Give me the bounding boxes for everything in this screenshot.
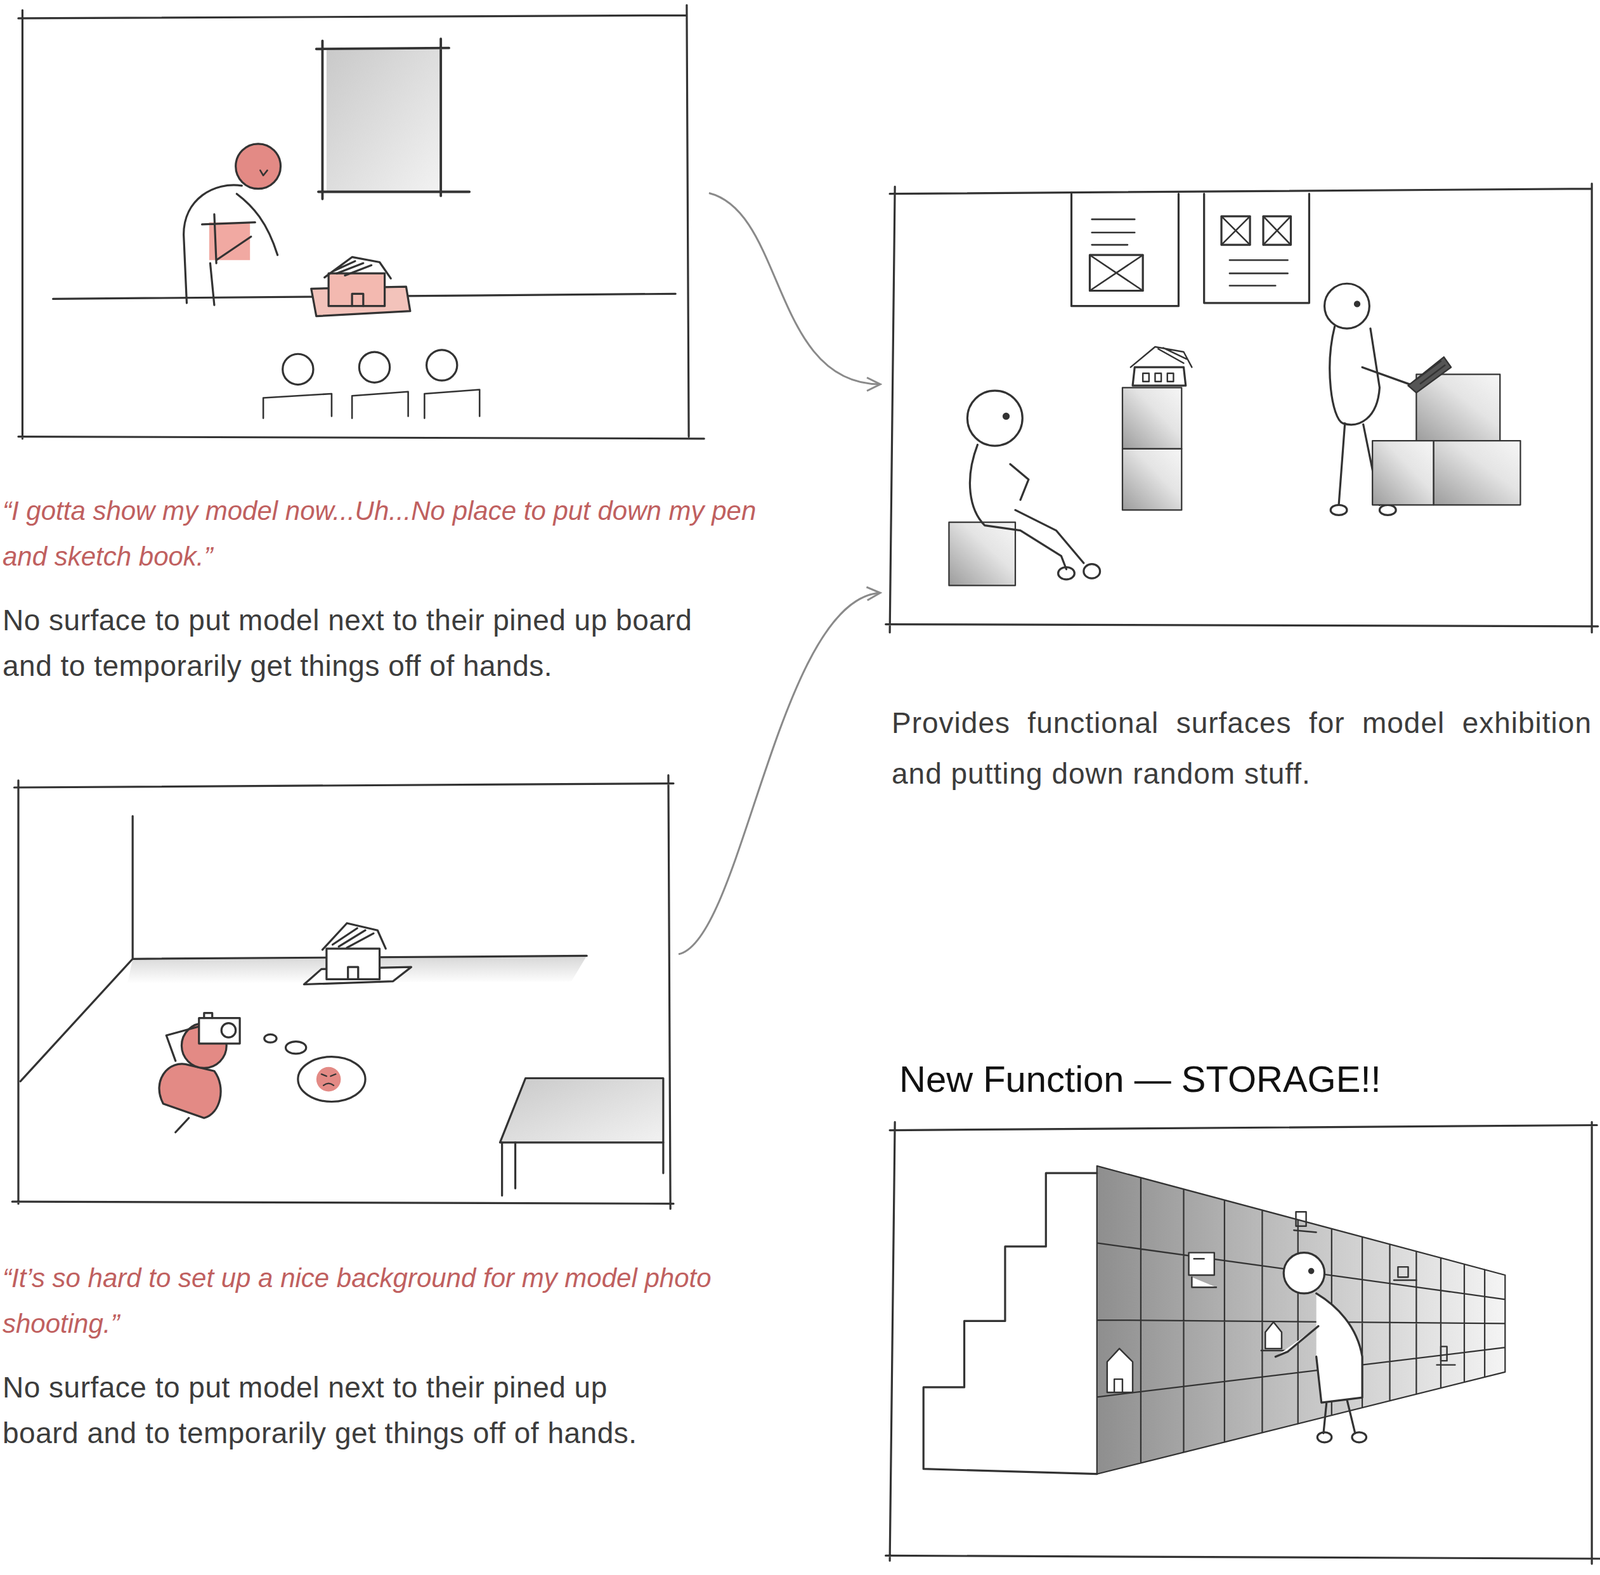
sketch-stroke (326, 948, 380, 980)
sketch-stroke (183, 185, 278, 306)
sketch-stroke (324, 256, 392, 306)
sketch-stroke (1221, 216, 1291, 286)
sketch-stroke (426, 350, 458, 381)
sketch-stroke (967, 390, 1023, 446)
sketch-stroke (326, 48, 441, 192)
sketch-stroke (20, 816, 587, 1082)
sketch-stroke (358, 351, 390, 383)
sketch-stroke (1372, 440, 1434, 505)
sketch-stroke (1393, 1267, 1417, 1281)
sketch-stroke (322, 923, 386, 980)
description-text: No surface to put model next to their pi… (2, 1364, 688, 1457)
sketch-stroke (1330, 504, 1347, 515)
sketch-stroke (159, 1064, 221, 1119)
sketch-stroke (885, 183, 1599, 633)
sketch-stroke (1275, 1293, 1363, 1434)
sketch-stroke (1122, 387, 1182, 449)
sketch-stroke (1317, 1432, 1332, 1443)
panel-photo-shooting (12, 775, 674, 1210)
sketch-stroke (1132, 367, 1186, 386)
story-panel: “I gotta show my model now...Uh...No pla… (20, 15, 704, 439)
sketch-stroke (1355, 301, 1360, 307)
flow-arrow (708, 193, 881, 385)
sketch-stroke (1433, 440, 1521, 505)
sketch-stroke (1107, 1348, 1133, 1393)
panel-heading: New Function — STORAGE!! (899, 1057, 1382, 1101)
story-panel: Provides functional surfaces for model e… (887, 188, 1592, 633)
sketch-stroke (1083, 564, 1101, 579)
sketch-stroke (1407, 357, 1451, 393)
sketch-stroke (298, 1057, 366, 1103)
sketch-stroke (1352, 1432, 1367, 1443)
sketch-stroke (1379, 504, 1396, 515)
sketch-stroke (1293, 1211, 1316, 1233)
description-text: Provides functional surfaces for model e… (891, 697, 1592, 800)
sketch-stroke (1058, 566, 1075, 579)
sketch-stroke (923, 1173, 1098, 1475)
sketch-stroke (1308, 1268, 1313, 1273)
sketch-stroke (316, 1067, 342, 1093)
sketch-stroke (204, 1013, 213, 1019)
sketch-stroke (18, 5, 704, 439)
quote-text: “It’s so hard to set up a nice backgroun… (2, 1255, 758, 1347)
sketch-stroke (221, 1023, 236, 1039)
sketch-stroke (199, 1018, 240, 1044)
flow-arrow (678, 592, 881, 955)
sketch-stroke (948, 522, 1016, 586)
panel-presentation (18, 5, 704, 439)
sketch-stroke (1130, 346, 1193, 382)
sketch-stroke (166, 1026, 200, 1132)
sketch-stroke (1097, 1166, 1506, 1475)
sketch-stroke (499, 1078, 663, 1143)
sketch-stroke (885, 1122, 1600, 1565)
sketch-stroke (1261, 1322, 1288, 1351)
story-panel: New Function — STORAGE!! (887, 1123, 1592, 1562)
panel-storage (885, 1122, 1600, 1565)
sketch-stroke (1089, 254, 1143, 291)
quote-text: “I gotta show my model now...Uh...No pla… (2, 488, 758, 580)
story-panel: “It’s so hard to set up a nice backgroun… (10, 780, 674, 1205)
sketch-stroke (1097, 1166, 1506, 1475)
sketch-stroke (321, 1074, 337, 1086)
sketch-stroke (1189, 1253, 1217, 1288)
sketch-stroke (263, 390, 480, 419)
panel-solution (885, 183, 1599, 633)
sketch-stroke (1324, 283, 1370, 329)
sketch-stroke (260, 170, 267, 176)
sketch-stroke (328, 273, 385, 306)
sketch-stroke (316, 38, 470, 200)
sketch-stroke (502, 1142, 664, 1197)
sketch-stroke (1071, 194, 1310, 307)
description-text: No surface to put model next to their pi… (2, 597, 745, 689)
sketch-stroke (202, 214, 256, 264)
sketch-stroke (264, 1034, 277, 1043)
sketch-stroke (1283, 1253, 1325, 1294)
sketch-stroke (282, 353, 314, 385)
sketch-stroke (235, 143, 281, 189)
sketch-stroke (1437, 1346, 1456, 1366)
sketch-stroke (12, 775, 674, 1210)
sketch-stroke (1003, 413, 1009, 419)
sketch-stroke (1089, 254, 1143, 291)
sketch-stroke (286, 1041, 307, 1054)
sketch-stroke (969, 444, 1084, 569)
sketch-stroke (1122, 448, 1182, 511)
sketch-stroke (1092, 219, 1136, 245)
